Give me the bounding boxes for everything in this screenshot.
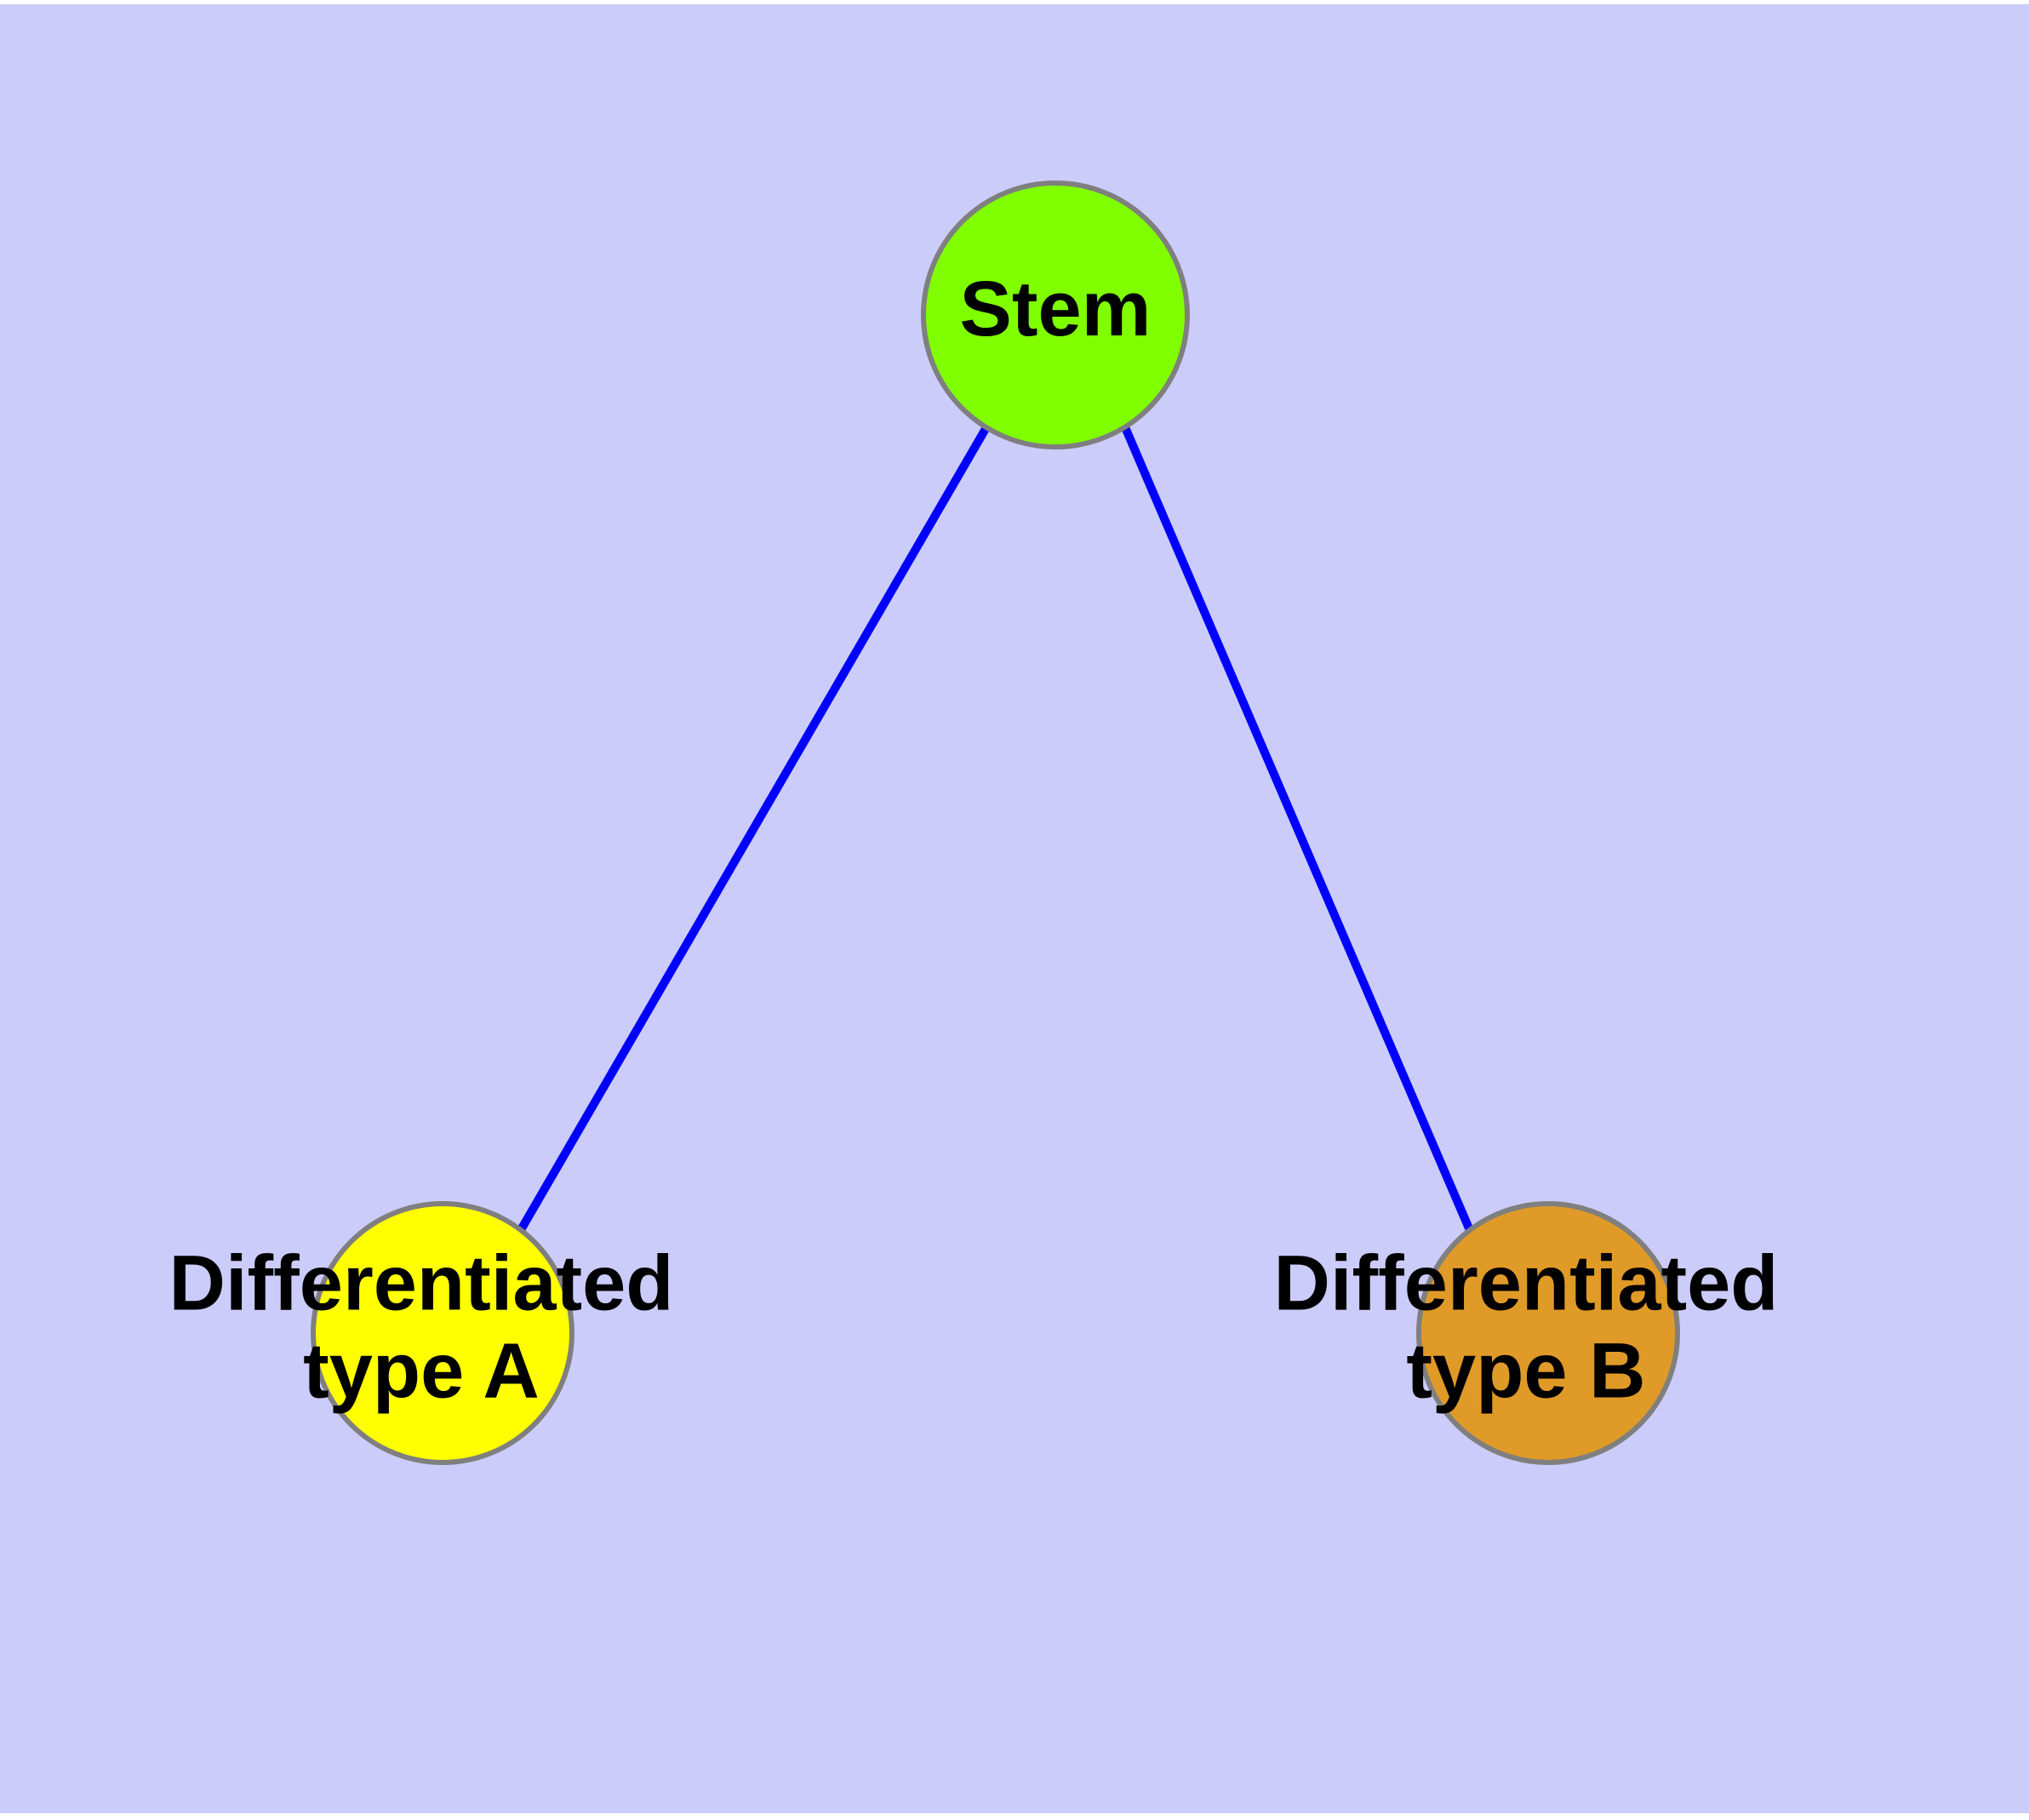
graph-node-label-line: type A	[303, 1328, 540, 1415]
graph-node-label-line: Stem	[960, 266, 1152, 352]
graph-edge-stem-to-diff-a[interactable]	[517, 425, 991, 1231]
graph-node-label-line: Differentiated	[169, 1240, 674, 1327]
graph-node-diff-a[interactable]	[311, 1201, 574, 1465]
graph-node-label-line: type B	[1406, 1328, 1645, 1415]
graph-node-stem[interactable]	[921, 180, 1190, 449]
graph-edge-stem-to-diff-b[interactable]	[1121, 426, 1473, 1230]
graph-node-diff-b[interactable]	[1416, 1201, 1680, 1465]
graph-node-label-line: Differentiated	[1274, 1240, 1779, 1327]
edges-layer	[517, 425, 1473, 1231]
graph-node-label-stem: Stem	[960, 266, 1152, 352]
nodes-layer	[311, 180, 1680, 1465]
